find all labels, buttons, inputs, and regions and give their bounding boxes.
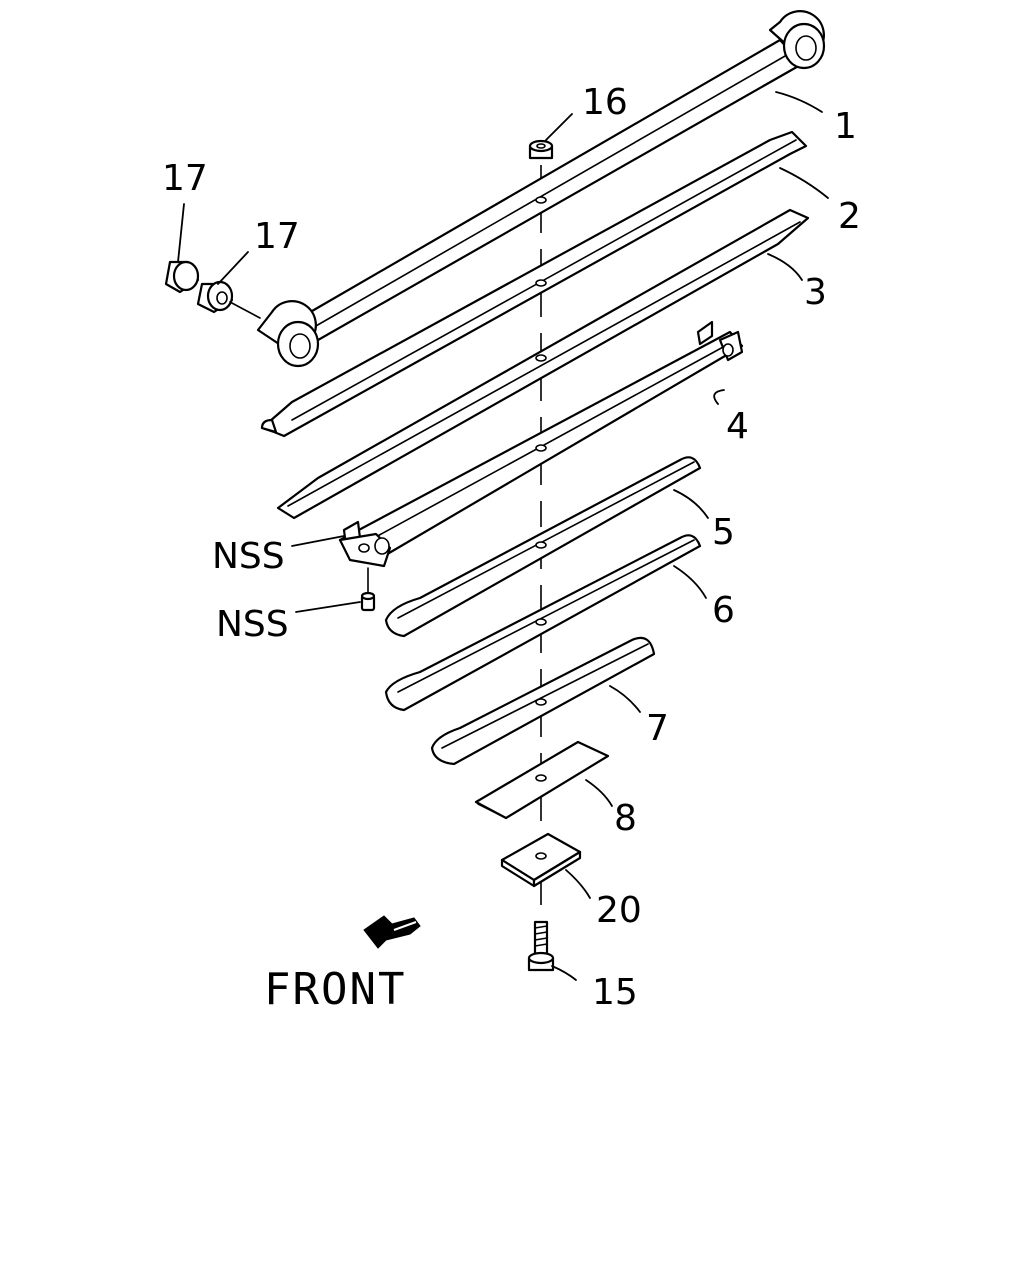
leaf-part-2 [260,130,808,438]
label-part-17-inner: 17 [254,216,300,257]
rear-clip [696,320,744,362]
label-part-5: 5 [712,512,735,553]
bushing-part-17-outer [164,260,200,294]
label-part-4: 4 [726,406,749,447]
label-part-7: 7 [646,708,669,749]
label-nss-bracket: NSS [212,536,285,577]
label-part-8: 8 [614,798,637,839]
center-bolt-part-15 [527,920,555,972]
label-part-2: 2 [838,196,861,237]
leaf-part-5 [384,456,702,638]
label-part-3: 3 [804,272,827,313]
leaf-part-4 [338,320,744,568]
spacer-part-20 [500,832,582,888]
label-part-17-outer: 17 [162,158,208,199]
label-part-1: 1 [834,106,857,147]
front-eye [256,300,320,368]
label-part-20: 20 [596,890,642,931]
leaf-part-3 [276,208,810,520]
bushing-part-17-inner [196,280,234,314]
main-leaf-part-1 [256,10,826,368]
nss-pin [360,567,376,612]
label-nss-pin: NSS [216,604,289,645]
front-direction-label: FRONT [264,964,406,1015]
leaf-part-7 [430,636,656,766]
label-part-15: 15 [592,972,638,1013]
leaf-part-8 [474,740,610,820]
nut-part-16 [528,139,554,160]
label-part-6: 6 [712,590,735,631]
label-part-16: 16 [582,82,628,123]
nss-front-clip [338,520,392,568]
leader-lines [177,91,829,981]
front-direction-arrow-icon [363,915,421,949]
leaf-part-6 [384,534,702,712]
rear-eye [768,10,826,70]
